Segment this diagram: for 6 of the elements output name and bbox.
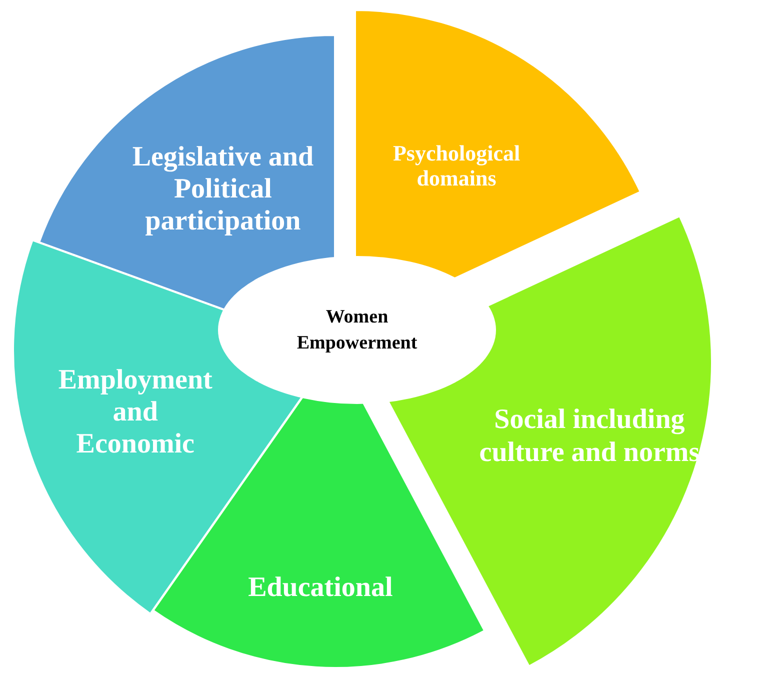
segment-label: Legislative and Political participation xyxy=(131,142,315,238)
segment-label: Educational xyxy=(247,572,394,604)
segment-label: Employment and Economic xyxy=(57,364,214,462)
center-label: Women Empowerment xyxy=(296,305,418,355)
segment-label: Social including culture and norms xyxy=(478,404,701,469)
segment-label: Psychological domains xyxy=(392,140,522,191)
